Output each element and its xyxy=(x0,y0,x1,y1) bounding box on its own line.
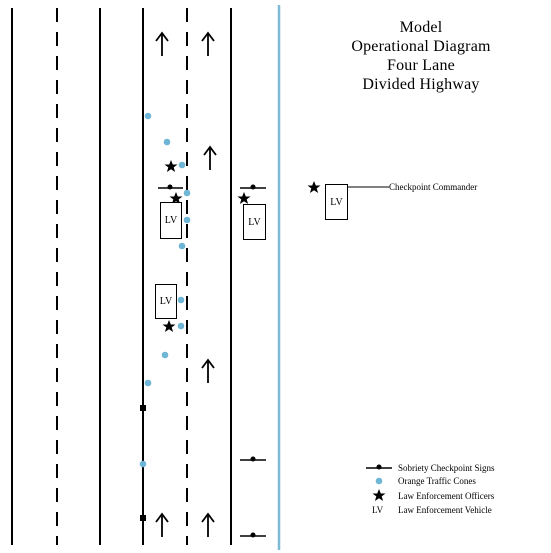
officer-star-icon xyxy=(237,192,251,204)
officer-star-icon xyxy=(307,181,321,193)
officer-star-icon xyxy=(162,320,176,332)
direction-arrow-icon xyxy=(201,512,215,537)
legend-vehicle-symbol: LV xyxy=(372,505,384,515)
legend-item-cones: Orange Traffic Cones xyxy=(356,475,551,489)
direction-arrow-icon xyxy=(155,512,169,537)
traffic-cone-icon xyxy=(183,216,191,224)
vehicle-label: LV xyxy=(248,216,261,228)
legend-item-officers: Law Enforcement Officers xyxy=(356,490,551,504)
checkpoint-sign-icon xyxy=(158,184,183,190)
direction-arrow-icon xyxy=(201,31,215,56)
traffic-cone-icon xyxy=(144,112,152,120)
title-line-4: Divided Highway xyxy=(362,76,480,93)
direction-arrow-icon xyxy=(201,358,215,383)
traffic-cone-icon xyxy=(177,296,185,304)
traffic-cone-icon xyxy=(144,379,152,387)
legend-officers-text: Law Enforcement Officers xyxy=(398,491,495,501)
law-enforcement-vehicle: LV xyxy=(155,284,177,319)
legend-item-vehicle: LV Law Enforcement Vehicle xyxy=(356,504,551,518)
checkpoint-sign-icon xyxy=(240,532,266,538)
vehicle-label: LV xyxy=(164,215,178,226)
legend-cones-text: Orange Traffic Cones xyxy=(398,476,476,486)
direction-arrow-icon xyxy=(155,31,169,56)
vehicle-label: LV xyxy=(330,196,343,208)
traffic-cone-icon xyxy=(178,242,186,250)
traffic-cone-icon xyxy=(163,138,171,146)
title-line-1: Model xyxy=(399,19,443,36)
law-enforcement-vehicle: LV xyxy=(243,204,266,240)
legend-vehicle-text: Law Enforcement Vehicle xyxy=(398,505,492,515)
traffic-cone-icon xyxy=(161,351,169,359)
legend-item-signs: Sobriety Checkpoint Signs xyxy=(356,462,551,476)
law-enforcement-vehicle: LV xyxy=(160,202,182,239)
officer-star-icon xyxy=(164,160,178,172)
traffic-cone-icon xyxy=(177,322,185,330)
diagram-title: Model Operational Diagram Four Lane Divi… xyxy=(316,18,526,94)
checkpoint-sign-icon xyxy=(140,515,146,521)
direction-arrow-icon xyxy=(203,145,217,170)
checkpoint-sign-icon xyxy=(240,184,266,190)
commander-vehicle: LV xyxy=(325,184,348,220)
legend-signs-text: Sobriety Checkpoint Signs xyxy=(398,463,495,473)
checkpoint-sign-icon xyxy=(240,456,266,462)
legend-officer-star-icon xyxy=(372,489,386,501)
checkpoint-commander-label: Checkpoint Commander xyxy=(389,182,478,192)
legend-cone-icon xyxy=(375,477,383,485)
title-line-2: Operational Diagram xyxy=(351,38,491,55)
traffic-cone-icon xyxy=(178,161,186,169)
officer-star-icon xyxy=(169,192,183,204)
checkpoint-sign-icon xyxy=(140,405,146,411)
traffic-cone-icon xyxy=(183,189,191,197)
legend-sign-icon xyxy=(366,464,392,470)
traffic-cone-icon xyxy=(139,460,147,468)
title-line-3: Four Lane xyxy=(386,57,455,74)
vehicle-label: LV xyxy=(159,296,173,307)
